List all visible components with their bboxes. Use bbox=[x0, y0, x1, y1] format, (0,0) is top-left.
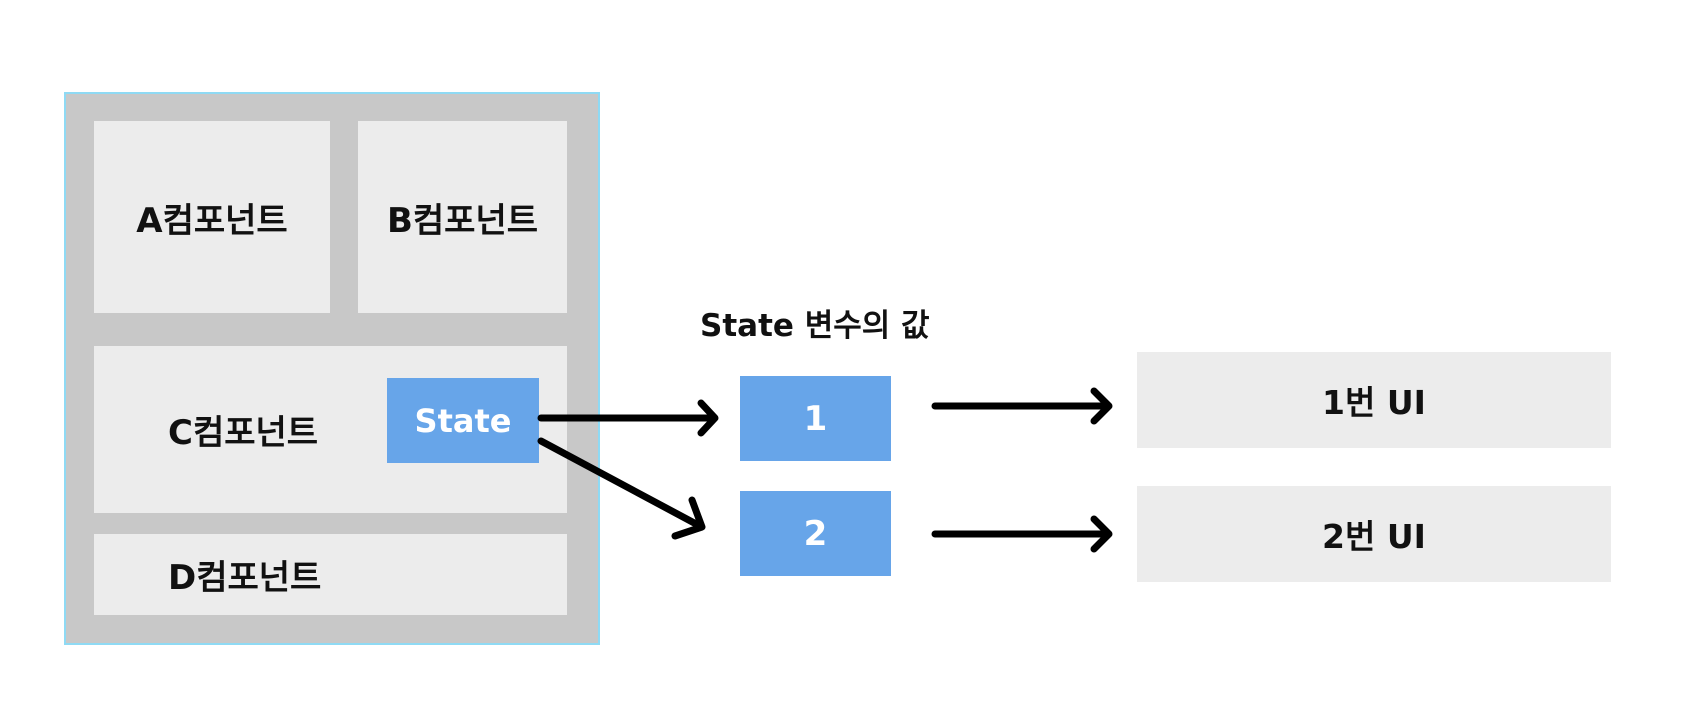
state-values-title: State 변수의 값 bbox=[700, 308, 930, 344]
arrow-state-to-2 bbox=[537, 437, 706, 540]
ui-output-2-label: 2번 UI bbox=[1322, 517, 1426, 556]
component-b-label: B컴포넌트 bbox=[386, 200, 539, 241]
component-b: B컴포넌트 bbox=[358, 121, 567, 313]
component-a: A컴포넌트 bbox=[94, 121, 330, 313]
arrow-state-to-1 bbox=[537, 399, 719, 437]
component-d: D컴포넌트 bbox=[94, 534, 567, 615]
state-value-1: 1 bbox=[740, 376, 891, 461]
component-c-label: C컴포넌트 bbox=[168, 413, 319, 453]
ui-output-2: 2번 UI bbox=[1137, 486, 1611, 582]
state-value-2-label: 2 bbox=[803, 513, 828, 554]
component-d-label: D컴포넌트 bbox=[168, 558, 322, 598]
state-value-1-label: 1 bbox=[803, 398, 828, 439]
arrow-1-to-ui-1 bbox=[931, 387, 1113, 425]
state-label: State bbox=[414, 401, 512, 440]
ui-output-1: 1번 UI bbox=[1137, 352, 1611, 448]
ui-output-1-label: 1번 UI bbox=[1322, 383, 1426, 422]
state-value-2: 2 bbox=[740, 491, 891, 576]
state-box: State bbox=[387, 378, 539, 463]
component-a-label: A컴포넌트 bbox=[136, 200, 288, 241]
arrow-2-to-ui-2 bbox=[931, 515, 1113, 553]
